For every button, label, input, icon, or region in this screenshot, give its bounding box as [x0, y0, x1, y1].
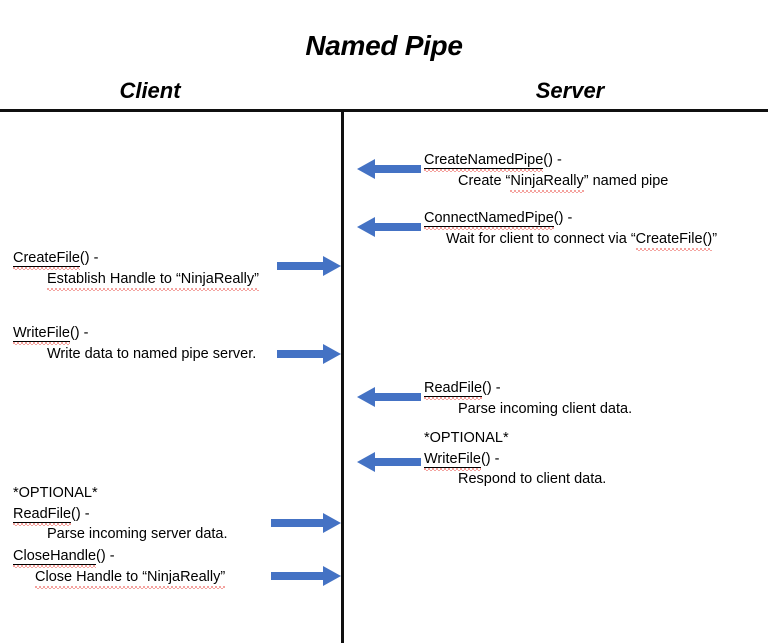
arrow-left-server-step-1	[357, 158, 421, 180]
arrow-right-client-step-1	[277, 255, 341, 277]
arrow-left-server-step-4	[357, 451, 421, 473]
server-step-4-suffix: () -	[480, 450, 500, 467]
client-step-3-function: ReadFile	[13, 505, 72, 523]
server-step-2-desc-mark: CreateFile()	[635, 230, 713, 247]
client-step-4-suffix: () -	[96, 548, 115, 564]
client-step-2-desc: Write data to named pipe server.	[47, 345, 257, 362]
arrow-left-server-step-2	[357, 216, 421, 238]
server-step-4-function: WriteFile	[424, 450, 481, 468]
server-step-read-file: ReadFile() - Parse incoming client data.	[424, 378, 632, 419]
server-step-4-desc: Respond to client data.	[458, 471, 607, 488]
server-step-3-desc: Parse incoming client data.	[458, 400, 633, 417]
arrow-right-client-step-3	[271, 512, 341, 534]
client-step-1-suffix: () -	[79, 250, 99, 266]
client-step-read-file: *OPTIONAL* ReadFile() - Parse incoming s…	[13, 483, 228, 545]
server-step-4-optional: *OPTIONAL*	[424, 430, 509, 446]
client-step-write-file: WriteFile() - Write data to named pipe s…	[13, 323, 256, 364]
arrow-right-client-step-2	[277, 343, 341, 365]
page-title: Named Pipe	[305, 30, 463, 61]
server-step-1-desc-post: ” named pipe	[583, 172, 669, 189]
server-step-2-suffix: () -	[553, 210, 573, 226]
server-step-3-suffix: () -	[482, 380, 501, 396]
client-step-4-desc: Close Handle to “NinjaReally”	[35, 568, 226, 585]
arrow-left-server-step-3	[357, 386, 421, 408]
server-step-1-desc-mark: NinjaReally	[510, 172, 584, 189]
client-step-3-optional: *OPTIONAL*	[13, 485, 98, 501]
server-step-connect-named-pipe: ConnectNamedPipe() - Wait for client to …	[424, 208, 717, 249]
server-step-1-desc-pre: Create “	[458, 172, 511, 189]
arrow-right-client-step-4	[271, 565, 341, 587]
client-step-2-function: WriteFile	[13, 325, 70, 342]
client-step-1-function: CreateFile	[13, 250, 80, 267]
server-step-3-function: ReadFile	[424, 380, 483, 397]
column-header-server: Server	[535, 78, 605, 103]
client-step-create-file: CreateFile() - Establish Handle to “Ninj…	[13, 248, 259, 289]
server-step-1-suffix: () -	[543, 152, 562, 168]
server-step-create-named-pipe: CreateNamedPipe() - Create “NinjaReally”…	[424, 150, 668, 191]
client-step-close-handle: CloseHandle() - Close Handle to “NinjaRe…	[13, 546, 225, 587]
client-step-1-desc: Establish Handle to “NinjaReally”	[47, 270, 259, 287]
client-step-3-desc: Parse incoming server data.	[47, 526, 228, 543]
server-step-write-file: *OPTIONAL* WriteFile() - Respond to clie…	[424, 428, 606, 490]
client-step-3-suffix: () -	[71, 505, 90, 522]
column-divider-vertical	[341, 112, 344, 643]
column-header-client: Client	[119, 78, 181, 103]
server-step-2-desc-post: ”	[712, 230, 718, 247]
server-step-2-desc-pre: Wait for client to connect via “	[446, 230, 636, 247]
server-step-2-function: ConnectNamedPipe	[424, 210, 554, 227]
client-step-2-suffix: () -	[69, 325, 89, 341]
client-step-4-function: CloseHandle	[13, 548, 97, 565]
header-divider-horizontal	[0, 109, 768, 112]
server-step-1-function: CreateNamedPipe	[424, 152, 544, 169]
